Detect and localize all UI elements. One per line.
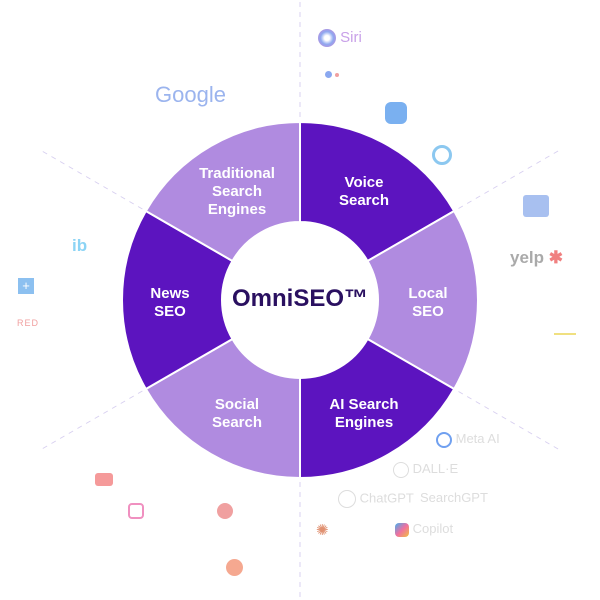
yelp-logo: yelp ✱ — [510, 248, 564, 267]
plus-app-icon: + — [18, 278, 34, 294]
google-business-icon — [523, 195, 549, 217]
center-circle — [222, 222, 378, 378]
siri-icon — [318, 29, 336, 48]
google-logo: Google — [155, 82, 226, 107]
cortana-icon — [432, 145, 452, 165]
bing-icon — [385, 102, 407, 124]
red-logo: RED — [17, 318, 40, 328]
youtube-icon — [95, 473, 113, 486]
chatgpt-icon — [338, 490, 356, 508]
google-assistant-icon — [325, 66, 339, 81]
searchgpt-logo: SearchGPT — [420, 490, 488, 505]
dash-mark-icon — [554, 333, 576, 335]
meta-ai-icon — [436, 431, 452, 448]
center-label: OmniSEO™ — [231, 285, 369, 312]
copilot-icon — [395, 522, 409, 537]
reddit-icon — [226, 559, 243, 576]
dalle-logo: DALL·E — [393, 461, 458, 478]
instagram-icon — [128, 503, 144, 519]
siri-logo: Siri — [318, 29, 362, 48]
copilot-logo: Copilot — [395, 521, 453, 537]
ib-logo: ib — [72, 236, 88, 255]
pinterest-icon — [217, 503, 233, 519]
claude-icon: ✺ — [316, 522, 329, 539]
meta-ai-logo: Meta AI — [436, 431, 500, 448]
dalle-icon — [393, 461, 409, 478]
chatgpt-logo: ChatGPT — [338, 490, 414, 508]
